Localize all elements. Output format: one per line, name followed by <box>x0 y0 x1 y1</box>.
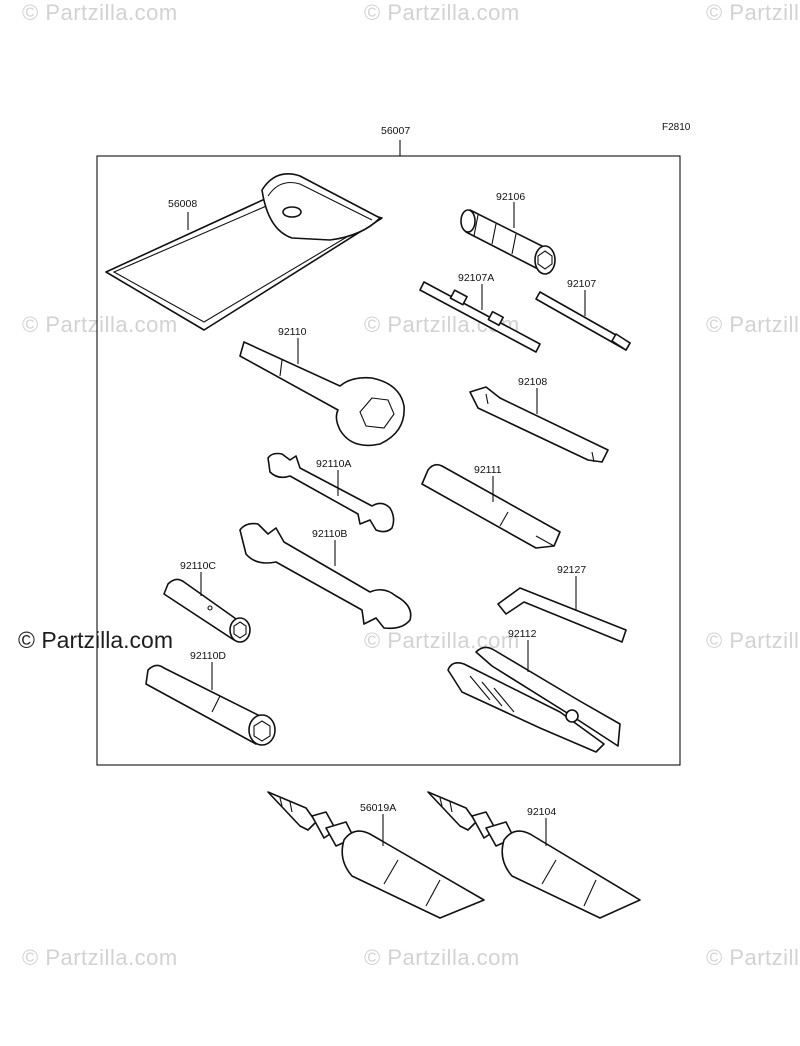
screwdriver <box>535 291 631 351</box>
watermark: © Partzilla.com <box>364 945 520 970</box>
watermark-overlay: © Partzilla.com <box>18 627 173 653</box>
hex-key <box>497 587 627 643</box>
label-56007: 56007 <box>381 125 410 137</box>
slip-joint-pliers <box>447 646 621 753</box>
watermark: © Partzilla.com <box>706 312 800 337</box>
label-92110A: 92110A <box>316 458 351 470</box>
watermark: © Partzilla.com <box>22 0 178 25</box>
open-end-wrench-small <box>267 452 395 533</box>
watermark: © Partzilla.com <box>364 0 520 25</box>
plug-wrench-d <box>145 664 276 746</box>
label-56019A: 56019A <box>360 802 396 814</box>
label-92111: 92111 <box>474 464 502 476</box>
watermark: © Partzilla.com <box>22 945 178 970</box>
grease-tube <box>427 791 641 919</box>
label-92107A: 92107A <box>458 272 494 284</box>
toolkit-frame <box>96 155 681 766</box>
label-92127: 92127 <box>557 564 586 576</box>
tool-pouch <box>105 173 383 331</box>
watermark: © Partzilla.com <box>706 0 800 25</box>
grease-tube-a <box>267 791 485 919</box>
socket-handle <box>460 209 556 275</box>
label-92110D: 92110D <box>190 650 226 662</box>
spoke-wrench <box>469 386 609 463</box>
label-92110B: 92110B <box>312 528 347 540</box>
plug-wrench-c <box>163 578 251 643</box>
screwdriver-bit-double <box>419 281 541 353</box>
label-92106: 92106 <box>496 191 525 203</box>
label-92104: 92104 <box>527 806 556 818</box>
extension-bar <box>421 463 561 549</box>
label-92108: 92108 <box>518 376 547 388</box>
watermark: © Partzilla.com <box>22 312 178 337</box>
watermark: © Partzilla.com <box>706 945 800 970</box>
figure-id: F2810 <box>662 122 691 133</box>
label-92110: 92110 <box>278 326 307 338</box>
label-92107: 92107 <box>567 278 596 290</box>
label-92112: 92112 <box>508 628 537 640</box>
watermark: © Partzilla.com <box>706 628 800 653</box>
label-56008: 56008 <box>168 198 197 210</box>
open-end-wrench-large <box>239 522 412 630</box>
label-92110C: 92110C <box>180 560 216 572</box>
ring-wrench <box>239 341 405 447</box>
